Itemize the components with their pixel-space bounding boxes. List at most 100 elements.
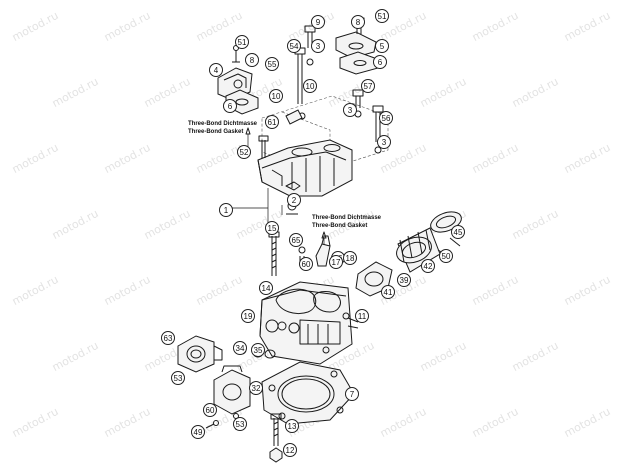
callout-circle	[203, 403, 217, 417]
callout-label: 41	[384, 288, 393, 297]
callout-circle	[259, 281, 273, 295]
callout-42: 42	[421, 259, 435, 273]
callout-circle	[249, 381, 263, 395]
callout-label: 51	[238, 38, 247, 47]
callout-circle	[161, 331, 175, 345]
callout-circle	[355, 309, 369, 323]
callout-circle	[251, 343, 265, 357]
callout-label: 8	[356, 18, 361, 27]
head-gasket	[261, 361, 355, 425]
callout-label: 3	[316, 42, 321, 51]
bottom-bolt	[269, 413, 283, 463]
callout-circle	[375, 9, 389, 23]
callout-15: 15	[265, 221, 279, 235]
cylinder-head-cover	[257, 95, 389, 197]
callout-label: 11	[358, 312, 367, 321]
callout-circle	[311, 39, 325, 53]
callout-35: 35	[251, 343, 265, 357]
callout-39: 39	[397, 273, 411, 287]
callout-label: 18	[346, 254, 355, 263]
callout-41: 41	[381, 285, 395, 299]
callout-32: 32	[249, 381, 263, 395]
callout-label: 12	[286, 446, 295, 455]
callout-label: 56	[382, 114, 391, 123]
callout-label: 63	[164, 334, 173, 343]
callout-label: 39	[400, 276, 409, 285]
callout-label: 60	[302, 260, 311, 269]
callout-circle	[233, 417, 247, 431]
callout-label: 3	[382, 138, 387, 147]
callout-circle	[343, 103, 357, 117]
callout-label: 8	[250, 56, 255, 65]
callout-circle	[245, 53, 259, 67]
callout-label: 10	[306, 82, 315, 91]
cylinder-head	[259, 281, 359, 365]
callout-label: 5	[380, 42, 385, 51]
callout-circle	[345, 387, 359, 401]
callout-circle	[397, 273, 411, 287]
callout-label: 19	[244, 312, 253, 321]
callout-63: 63	[161, 331, 175, 345]
sealant-note-lower-line2: Three-Bond Gasket	[312, 223, 367, 229]
callout-1: 1	[219, 203, 233, 217]
callout-53: 53	[171, 371, 185, 385]
callout-circle	[377, 135, 391, 149]
callout-label: 34	[236, 344, 245, 353]
callout-label: 32	[252, 384, 261, 393]
callout-label: 13	[288, 422, 297, 431]
callout-label: 60	[206, 406, 215, 415]
callout-label: 54	[290, 42, 299, 51]
callout-61: 61	[265, 115, 279, 129]
callout-label: 61	[268, 118, 277, 127]
callout-circle	[171, 371, 185, 385]
callout-circle	[421, 259, 435, 273]
callout-34: 34	[233, 341, 247, 355]
sealant-note-upper-line1: Three-Bond Dichtmasse	[188, 121, 258, 127]
callout-circle	[223, 99, 237, 113]
callout-14: 14	[259, 281, 273, 295]
callout-9: 9	[311, 15, 325, 29]
callout-label: 6	[378, 58, 383, 67]
callout-circle	[289, 233, 303, 247]
callout-circle	[361, 79, 375, 93]
callout-10: 10	[269, 89, 283, 103]
callout-label: 9	[316, 18, 321, 27]
callout-6: 6	[373, 55, 387, 69]
callout-57: 57	[361, 79, 375, 93]
callout-label: 3	[348, 106, 353, 115]
callout-53: 53	[233, 417, 247, 431]
callout-49: 49	[191, 425, 205, 439]
callout-label: 55	[268, 60, 277, 69]
callout-65: 65	[289, 233, 303, 247]
callout-circle	[209, 63, 223, 77]
callout-label: 49	[194, 428, 203, 437]
callout-circle	[351, 15, 365, 29]
valve-cover-cap-right	[335, 17, 381, 75]
callout-label: 65	[292, 236, 301, 245]
callout-50: 50	[439, 249, 453, 263]
callout-label: 53	[236, 420, 245, 429]
callout-label: 51	[378, 12, 387, 21]
callout-60: 60	[299, 257, 313, 271]
callout-8: 8	[245, 53, 259, 67]
callout-circle	[287, 193, 301, 207]
callout-label: 17	[332, 258, 341, 267]
callout-label: 35	[254, 346, 263, 355]
callout-13: 13	[285, 419, 299, 433]
callout-7: 7	[345, 387, 359, 401]
callout-circle	[241, 309, 255, 323]
callout-circle	[311, 15, 325, 29]
callout-circle	[265, 221, 279, 235]
callout-circle	[265, 57, 279, 71]
callout-circle	[283, 443, 297, 457]
callout-2: 2	[287, 193, 301, 207]
sealant-note-lower-line1: Three-Bond Dichtmasse	[312, 215, 382, 221]
callout-4: 4	[209, 63, 223, 77]
sealant-note-upper-line2: Three-Bond Gasket	[188, 129, 243, 135]
callout-label: 1	[224, 206, 229, 215]
callout-label: 15	[268, 224, 277, 233]
callout-52: 52	[237, 145, 251, 159]
callout-12: 12	[283, 443, 297, 457]
callout-circle	[379, 111, 393, 125]
